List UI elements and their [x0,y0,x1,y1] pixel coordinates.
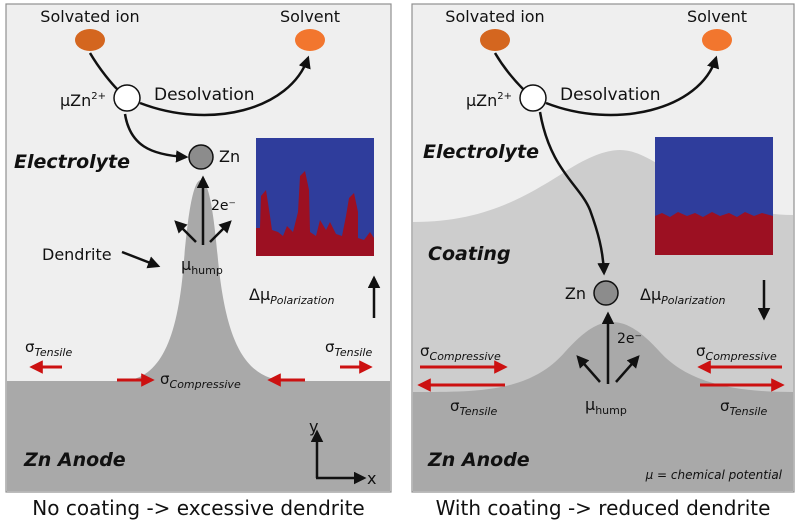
svg-text:σTensile: σTensile [25,338,72,359]
panel-with-coating: Solvated ion Solvent μZn2+ Desolvation E… [411,3,795,493]
dendrite-pointer-arrow [121,250,161,269]
zn-deposition-arrow-right [538,111,610,276]
sigma-tensile-left: σ [25,338,35,356]
caption-left: No coating -> excessive dendrite [32,496,365,520]
caption-right: With coating -> reduced dendrite [435,496,771,520]
ion-to-zn-path-right [493,52,525,91]
zn-ion-icon-right [519,84,547,112]
solvent-label: Solvent [280,7,340,26]
solvated-ion-label-right: Solvated ion [445,7,544,26]
anode-label-right: Zn Anode [427,449,530,471]
zn-deposition-arrow [123,113,189,163]
solvent-label-right: Solvent [687,7,747,26]
mu-hump-sub-right: hump [595,404,627,417]
svg-text:σCompressive: σCompressive [160,370,241,391]
electrolyte-label: Electrolyte [14,151,130,173]
sigma-tensile-left-right: σ [450,397,460,415]
sigma-tensile-right-sub-right: Tensile [730,405,768,418]
desolvation-arrow [139,55,311,117]
svg-text:σTensile: σTensile [325,338,372,359]
hump-arrow-left [174,220,197,243]
zn-atom-icon [188,144,214,170]
svg-text:ΔμPolarization: ΔμPolarization [640,285,725,307]
electrons-label: 2e⁻ [211,198,236,214]
sigma-tensile-right-sub: Tensile [335,346,373,359]
mu-zn-label-right: μZn [466,91,497,110]
delta-mu-label-right: Δμ [640,285,661,304]
svg-text:μhump: μhump [181,255,223,277]
electrolyte-label-right: Electrolyte [423,141,539,163]
sigma-compressive: σ [160,370,170,388]
sigma-compressive-right: σ [696,342,706,360]
delta-mu-sub-right: Polarization [661,294,725,307]
mu-hump-label-right: μ [585,395,595,414]
solvent-icon [295,29,325,51]
sigma-compressive-left-sub: Compressive [430,350,501,363]
solvated-ion-icon [75,29,105,51]
mu-zn-sup: 2+ [91,91,106,102]
svg-text:σTensile: σTensile [450,397,497,418]
axes-icon [310,429,367,485]
svg-text:σTensile: σTensile [720,397,767,418]
mu-zn-sup-right: 2+ [497,91,512,102]
delta-mu-sub: Polarization [270,294,334,307]
footnote-label: μ = chemical potential [645,468,783,482]
sigma-compressive-right-sub: Compressive [706,350,777,363]
axis-y-label: y [309,417,318,436]
anode-region-right [413,322,793,491]
simulation-inset-dendrite [256,138,374,256]
sigma-compressive-sub: Compressive [170,378,241,391]
zn-label: Zn [219,147,240,166]
simulation-inset-flat [655,137,773,255]
svg-text:μhump: μhump [585,395,627,417]
svg-text:σCompressive: σCompressive [420,342,501,363]
solvated-ion-label: Solvated ion [40,7,139,26]
panel-no-coating: Solvated ion Solvent μZn2+ Desolvation Z… [5,3,392,493]
zn-label-right: Zn [565,284,586,303]
dendrite-label: Dendrite [42,245,112,264]
mu-zn-label: μZn [60,91,91,110]
hump-arrow-right [209,220,232,243]
desolvation-label: Desolvation [154,85,255,105]
mu-hump-sub: hump [191,264,223,277]
dendrite-anode-region [7,180,390,491]
mu-hump-label: μ [181,255,191,274]
solvent-icon-right [702,29,732,51]
coating-label: Coating [428,243,511,265]
solvated-ion-icon-right [480,29,510,51]
axis-x-label: x [367,469,376,488]
svg-text:μZn2+: μZn2+ [466,91,512,110]
hump-arrow-right-right [615,355,640,383]
sigma-tensile-right: σ [325,338,335,356]
electrons-label-right: 2e⁻ [617,331,642,347]
anode-label: Zn Anode [23,449,126,471]
sigma-compressive-left: σ [420,342,430,360]
delta-mu-label: Δμ [249,285,270,304]
svg-text:μZn2+: μZn2+ [60,91,106,110]
sigma-tensile-left-sub: Tensile [35,346,73,359]
desolvation-label-right: Desolvation [560,85,661,105]
sigma-tensile-left-sub-right: Tensile [460,405,498,418]
sigma-tensile-right-right: σ [720,397,730,415]
desolvation-arrow-right [545,55,720,117]
zn-atom-icon-right [593,280,619,306]
svg-text:σCompressive: σCompressive [696,342,777,363]
zn-ion-icon [113,84,141,112]
svg-text:ΔμPolarization: ΔμPolarization [249,285,334,307]
hump-arrow-left-right [576,355,601,383]
ion-to-zn-path [88,52,119,91]
